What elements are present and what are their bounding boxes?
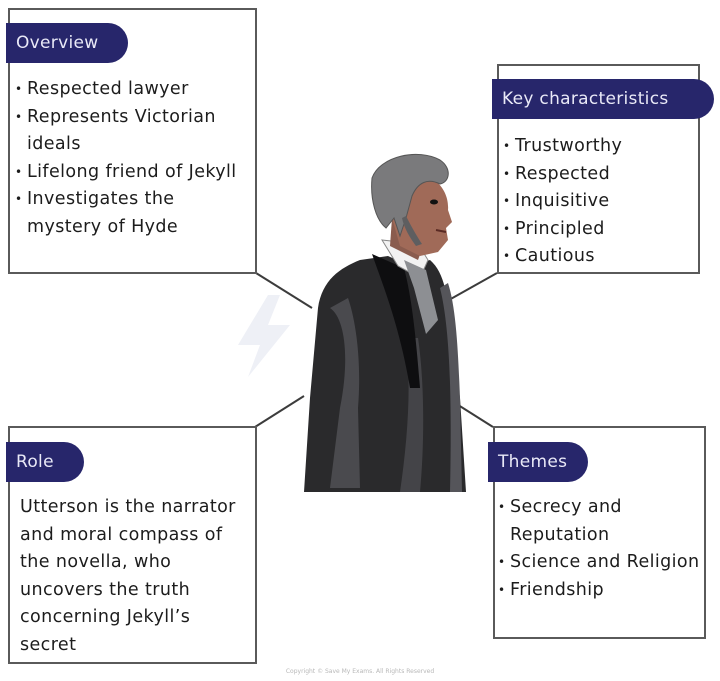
list-item: Respected: [503, 161, 698, 189]
list-item: Secrecy and Reputation: [498, 494, 703, 549]
key-characteristics-list: Trustworthy Respected Inquisitive Princi…: [503, 133, 698, 271]
list-item: Respected lawyer: [15, 76, 253, 104]
list-item: Cautious: [503, 243, 698, 271]
copyright-credit: Copyright © Save My Exams. All Rights Re…: [285, 668, 435, 675]
overview-title: Overview: [6, 23, 128, 63]
list-item: Lifelong friend of Jekyll: [15, 159, 253, 187]
list-item: Science and Religion: [498, 549, 703, 577]
list-item: Friendship: [498, 577, 703, 605]
list-item: Investigates the mystery of Hyde: [15, 186, 253, 241]
list-item: Inquisitive: [503, 188, 698, 216]
key-characteristics-title: Key characteristics: [492, 79, 714, 119]
utterson-illustration: [304, 153, 466, 492]
role-text: Utterson is the narrator and moral compa…: [20, 497, 236, 655]
themes-list: Secrecy and Reputation Science and Relig…: [498, 494, 703, 604]
role-title: Role: [6, 442, 84, 482]
themes-title: Themes: [488, 442, 588, 482]
list-item: Represents Victorian ideals: [15, 104, 253, 159]
list-item: Principled: [503, 216, 698, 244]
list-item: Trustworthy: [503, 133, 698, 161]
overview-list: Respected lawyer Represents Victorian id…: [15, 76, 253, 241]
